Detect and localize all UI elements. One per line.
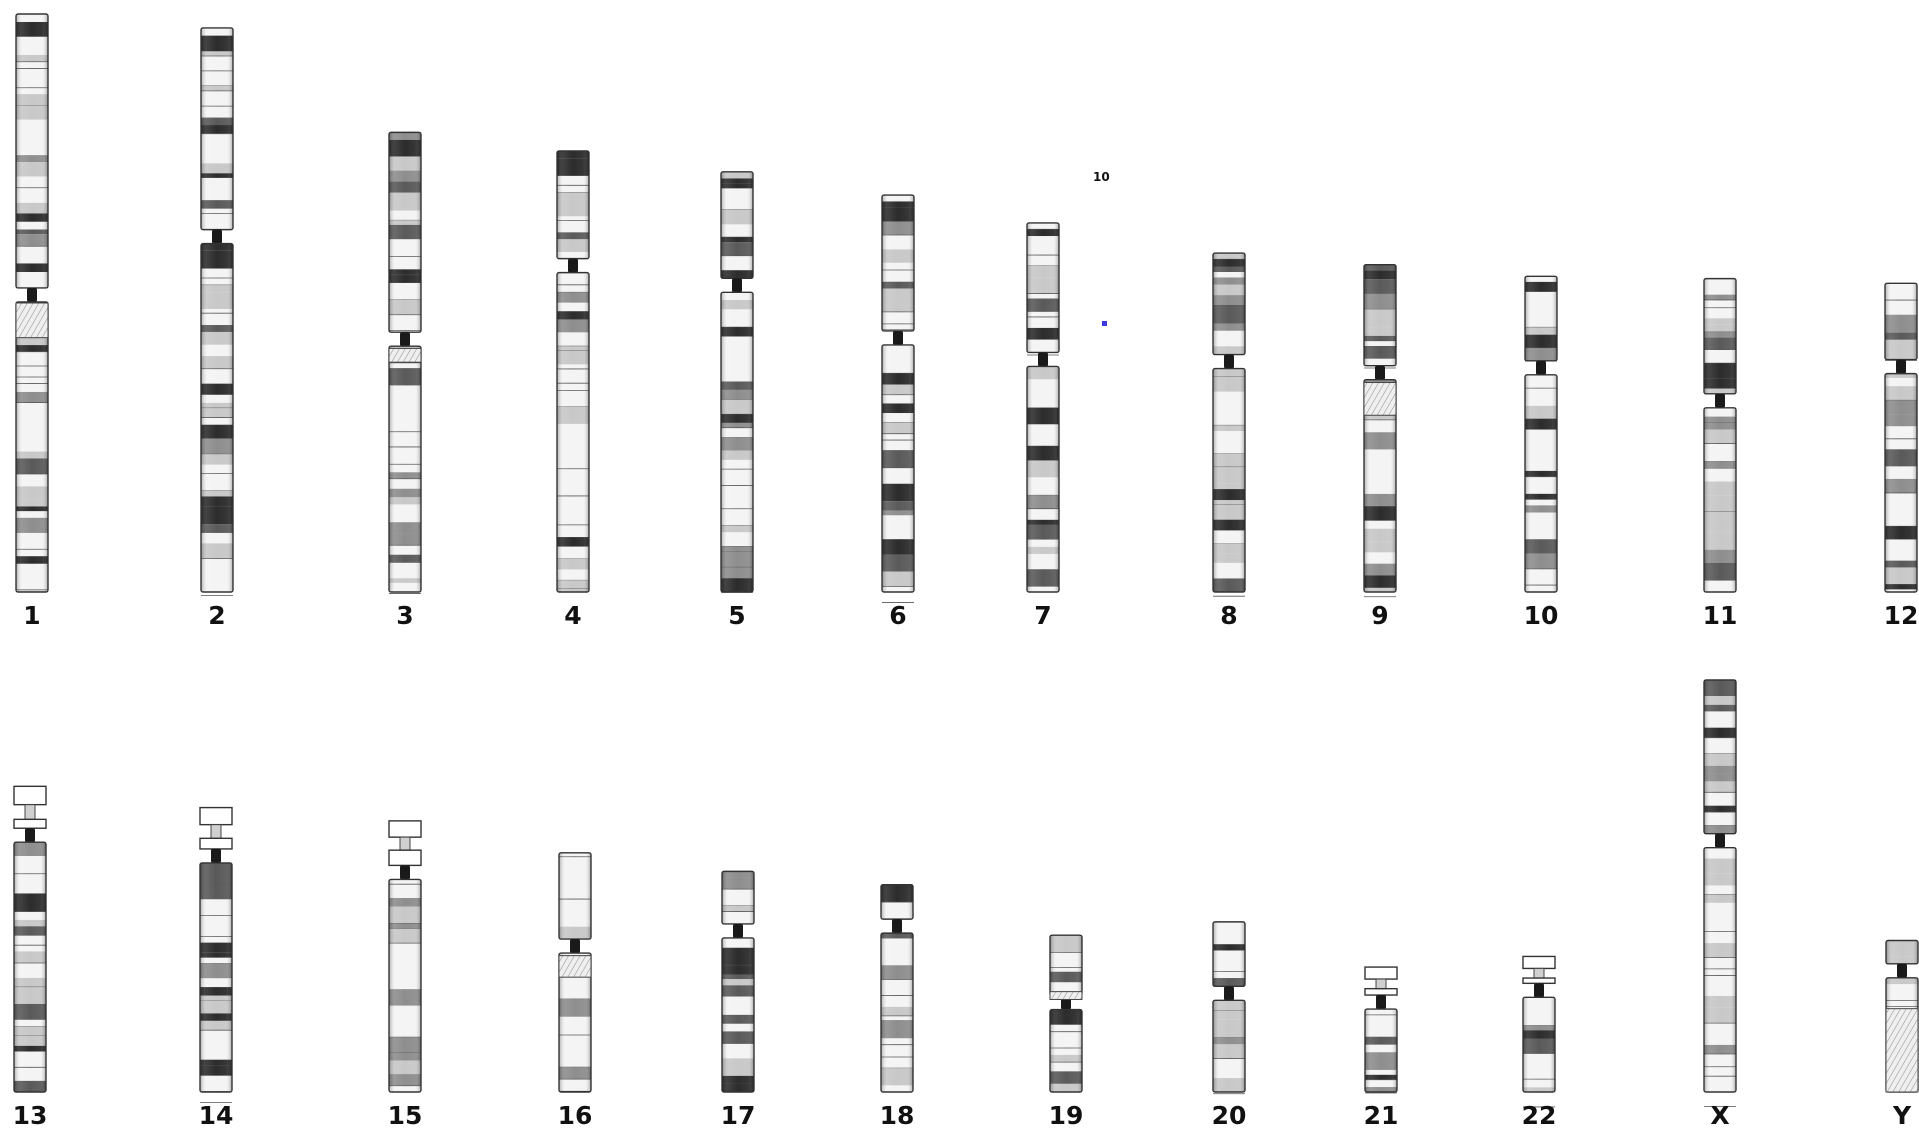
chromosome-5: 5: [721, 172, 753, 630]
annotation-label: 10: [1093, 170, 1110, 184]
chromosome-label-17: 17: [721, 1101, 756, 1128]
chromosome-label-y: Y: [1892, 1101, 1912, 1128]
chromosome-16-heterochromatin: [559, 956, 591, 978]
chromosome-22: 22: [1522, 956, 1557, 1128]
chromosome-19-heterochromatin: [1050, 992, 1082, 1000]
chromosome-y-heterochromatin: [1886, 1009, 1918, 1092]
chromosome-label-9: 9: [1371, 601, 1388, 630]
chromosome-10: 10: [1524, 276, 1559, 630]
chromosome-label-15: 15: [388, 1101, 423, 1128]
chromosome-18: 18: [880, 885, 915, 1128]
chromosome-label-21: 21: [1364, 1101, 1399, 1128]
chromosome-7: 7: [1027, 223, 1059, 630]
chromosome-3: 3: [389, 132, 421, 630]
chromosome-13: 13: [13, 786, 48, 1128]
chromosome-label-2: 2: [208, 601, 225, 630]
chromosome-label-13: 13: [13, 1101, 48, 1128]
annotation-layer: 10: [1093, 170, 1110, 326]
chromosome-label-7: 7: [1034, 601, 1051, 630]
chromosome-y: Y: [1886, 940, 1918, 1128]
chromosome-label-6: 6: [889, 601, 906, 630]
chromosome-16: 16: [558, 853, 593, 1128]
chromosome-8: 8: [1213, 253, 1245, 630]
chromosome-label-14: 14: [199, 1101, 234, 1128]
chromosome-label-10: 10: [1524, 601, 1559, 630]
chromosome-label-16: 16: [558, 1101, 593, 1128]
chromosome-14: 14: [199, 808, 234, 1128]
chromosome-9-heterochromatin: [1364, 383, 1396, 416]
chromosome-label-x: X: [1710, 1101, 1729, 1128]
chromosome-label-18: 18: [880, 1101, 915, 1128]
chromosome-1-heterochromatin: [16, 303, 48, 338]
chromosome-x: X: [1704, 680, 1736, 1128]
chromosome-label-11: 11: [1703, 601, 1738, 630]
chromosome-label-19: 19: [1049, 1101, 1084, 1128]
chromosome-label-8: 8: [1220, 601, 1237, 630]
chromosome-15: 15: [388, 821, 423, 1128]
chromosome-3-heterochromatin: [389, 348, 421, 362]
chromosome-label-12: 12: [1884, 601, 1919, 630]
chromosome-11: 11: [1703, 279, 1738, 630]
chromosome-label-1: 1: [23, 601, 40, 630]
chromosome-label-4: 4: [564, 601, 581, 630]
chromosome-1: 1: [16, 14, 48, 630]
chromosome-label-3: 3: [396, 601, 413, 630]
chromosome-label-22: 22: [1522, 1101, 1557, 1128]
chromosome-20: 20: [1212, 922, 1247, 1128]
chromosome-2: 2: [201, 28, 233, 630]
chromosome-12: 12: [1884, 283, 1919, 630]
chromosome-label-20: 20: [1212, 1101, 1247, 1128]
annotation-marker: [1102, 321, 1107, 326]
chromosome-21: 21: [1364, 967, 1399, 1128]
chromosome-9: 9: [1364, 265, 1396, 630]
chromosome-label-5: 5: [728, 601, 745, 630]
chromosome-17: 17: [721, 871, 756, 1128]
chromosome-19: 19: [1049, 935, 1084, 1128]
chromosome-4: 4: [557, 151, 589, 630]
chromosome-6: 6: [882, 195, 914, 630]
